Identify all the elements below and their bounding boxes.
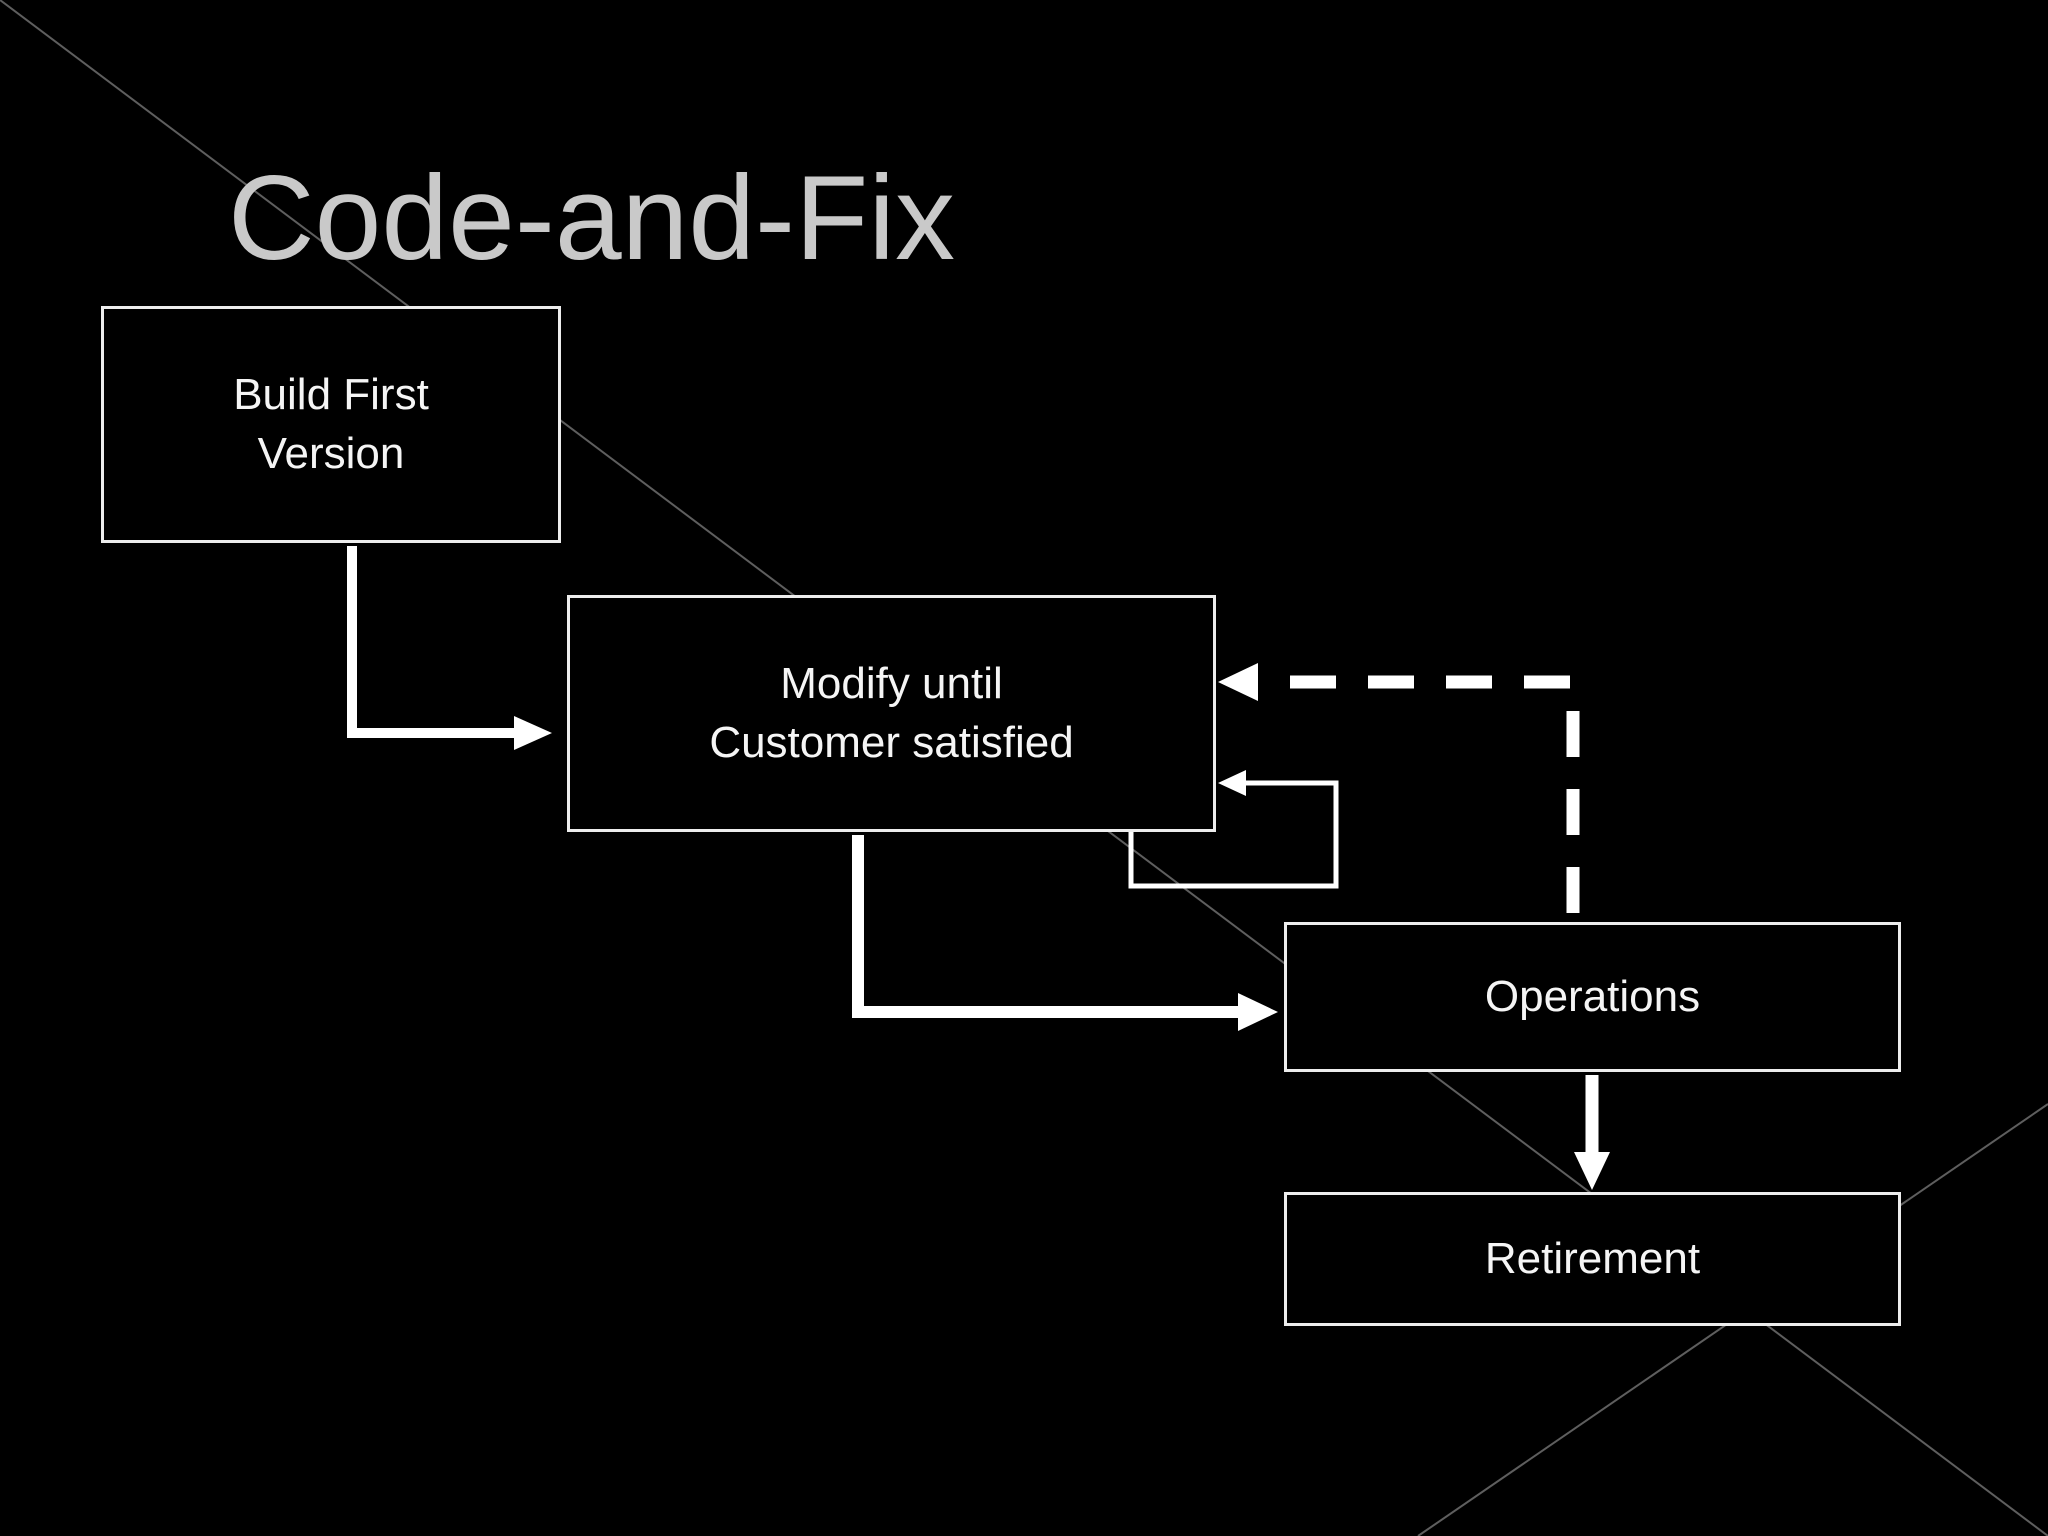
arrow-operations-to-retirement-head	[1574, 1152, 1610, 1190]
box-build-first-version: Build First Version	[101, 306, 561, 543]
modify-self-loop-head	[1218, 770, 1246, 796]
box-label-line: Modify until	[780, 659, 1003, 709]
box-label-line: Build First	[233, 370, 429, 420]
feedback-dashed-arrow-shaft	[1290, 675, 1580, 920]
arrow-build-to-modify-head	[514, 716, 552, 750]
box-operations: Operations	[1284, 922, 1901, 1072]
page-title: Code-and-Fix	[228, 151, 955, 285]
arrow-build-to-modify-shaft	[347, 546, 516, 738]
box-label-line: Version	[257, 428, 405, 478]
box-label-line: Retirement	[1484, 1233, 1701, 1283]
feedback-dashed-arrow-head	[1218, 663, 1258, 701]
box-label-line: Operations	[1484, 971, 1701, 1021]
box-label-line: Customer satisfied	[709, 717, 1074, 767]
arrow-modify-to-operations-shaft	[852, 835, 1240, 1018]
box-retirement: Retirement	[1284, 1192, 1901, 1326]
modify-self-loop-shaft	[1128, 780, 1339, 889]
arrow-modify-to-operations-head	[1238, 993, 1278, 1031]
box-modify-until-satisfied: Modify until Customer satisfied	[567, 595, 1216, 832]
